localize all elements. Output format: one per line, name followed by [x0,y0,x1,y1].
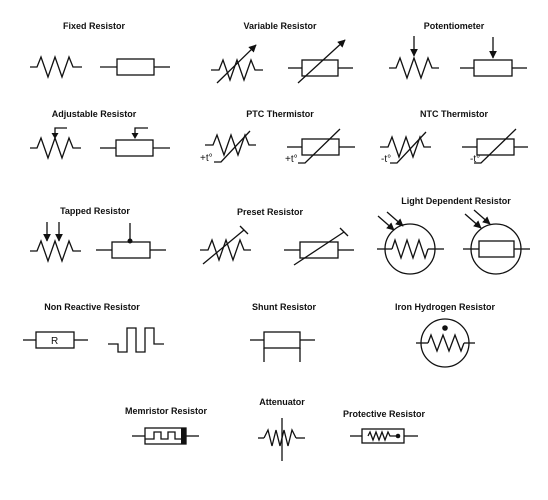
label-attenuator: Attenuator [259,397,305,407]
memristor-resistor-symbol [132,427,199,445]
ldr-box-symbol [463,209,530,275]
preset-resistor-zigzag-symbol [200,225,251,265]
ntc-minus-t-text: -t° [381,154,391,165]
label-protective-resistor: Protective Resistor [342,409,426,419]
ptc-thermistor-box-symbol: +t° [285,128,355,165]
label-iron-hydrogen-resistor: Iron Hydrogen Resistor [394,302,496,312]
label-ptc-thermistor: PTC Thermistor [246,109,314,119]
ptc-plus-t-text: +t° [200,153,213,164]
label-non-reactive-resistor: Non Reactive Resistor [44,302,140,312]
shunt-resistor-symbol [250,331,315,362]
iron-hydrogen-resistor-symbol [416,318,475,368]
label-light-dependent-resistor: Light Dependent Resistor [401,196,511,206]
ntc-minus-t-text-2: -t° [470,154,480,165]
adjustable-resistor-zigzag-symbol [30,127,81,160]
label-tapped-resistor: Tapped Resistor [60,206,130,216]
label-memristor-resistor: Memristor Resistor [124,406,208,416]
fixed-resistor-zigzag-symbol [30,55,82,79]
non-reactive-r-text: R [51,336,58,347]
label-variable-resistor: Variable Resistor [243,21,317,31]
ptc-plus-t-text-2: +t° [285,154,298,165]
non-reactive-resistor-wave-symbol [108,327,164,353]
fixed-resistor-box-symbol [100,58,170,76]
non-reactive-resistor-box-symbol: R [23,331,88,349]
variable-resistor-box-symbol [288,39,353,84]
attenuator-symbol [258,418,305,461]
ntc-thermistor-zigzag-symbol: -t° [380,131,431,165]
variable-resistor-zigzag-symbol [211,44,263,84]
protective-resistor-symbol [350,428,418,444]
ptc-thermistor-zigzag-symbol: +t° [200,130,256,164]
label-potentiometer: Potentiometer [423,21,485,31]
tapped-resistor-zigzag-symbol [30,222,81,263]
label-ntc-thermistor: NTC Thermistor [419,109,489,119]
ntc-thermistor-box-symbol: -t° [462,128,528,165]
preset-resistor-box-symbol [284,227,354,266]
label-adjustable-resistor: Adjustable Resistor [51,109,137,119]
tapped-resistor-box-symbol [96,223,166,259]
potentiometer-zigzag-symbol [389,36,439,80]
potentiometer-box-symbol [460,37,527,77]
label-shunt-resistor: Shunt Resistor [251,302,317,312]
label-fixed-resistor: Fixed Resistor [62,21,126,31]
label-preset-resistor: Preset Resistor [236,207,304,217]
ldr-zigzag-symbol [377,211,444,275]
adjustable-resistor-box-symbol [100,127,170,157]
